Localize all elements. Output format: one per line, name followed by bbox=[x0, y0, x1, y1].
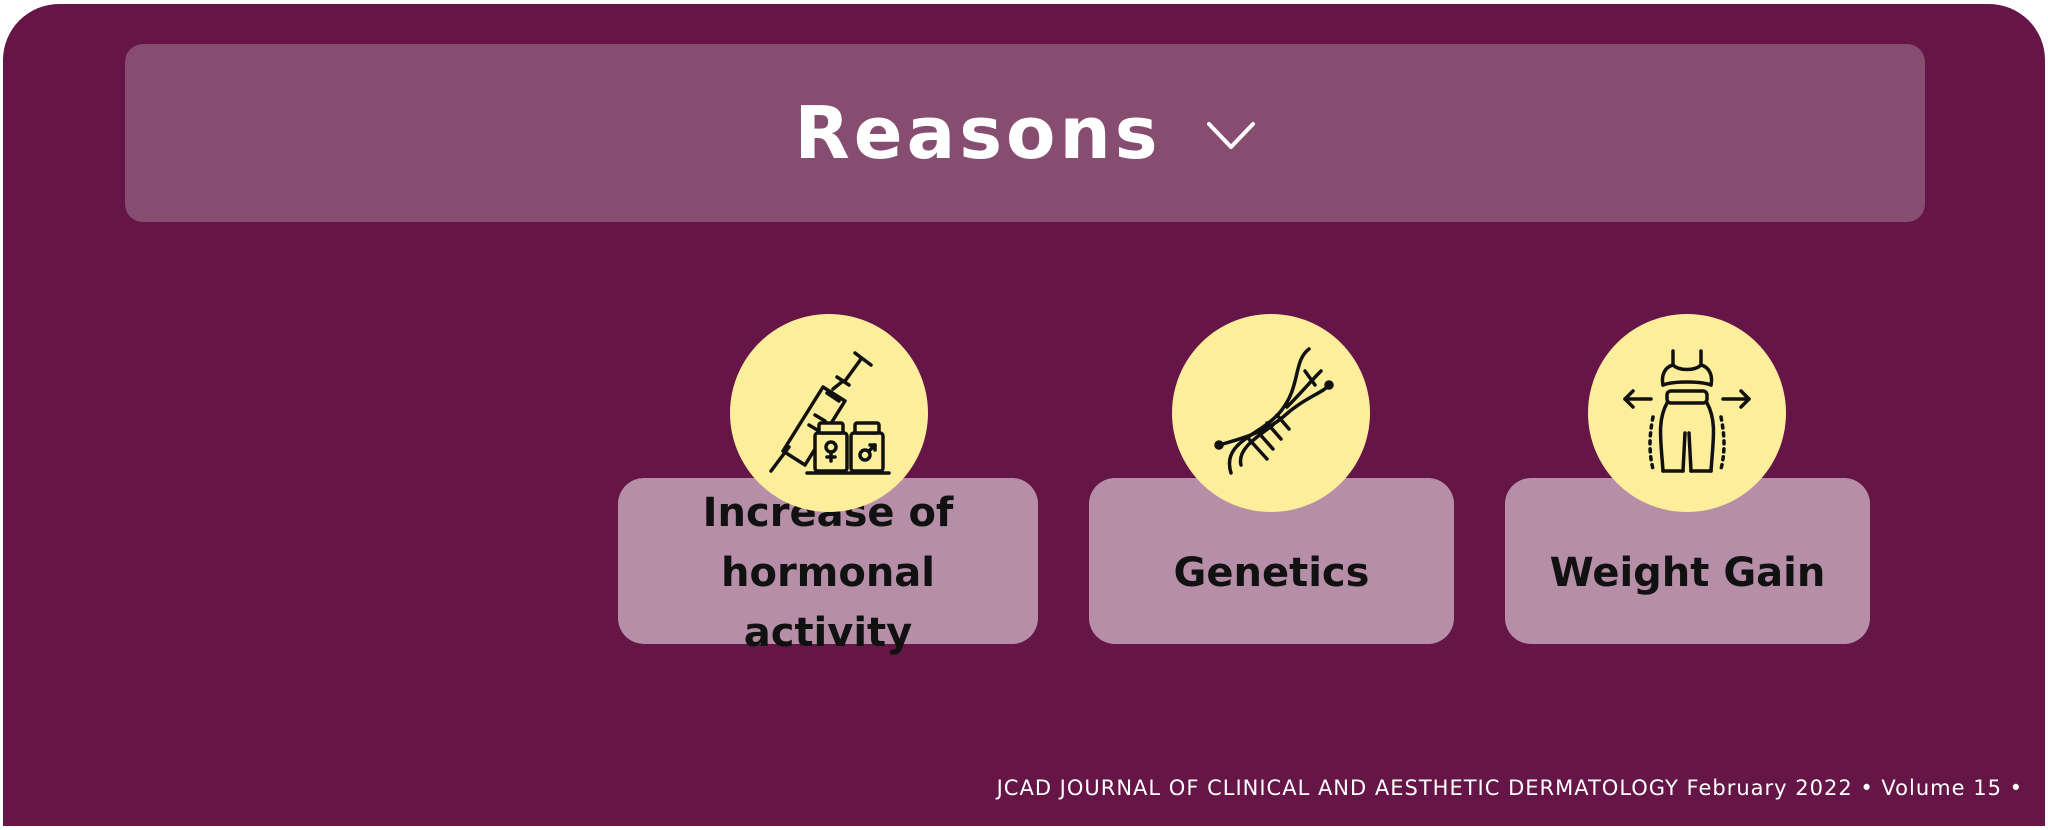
chevron-down-icon[interactable] bbox=[1206, 120, 1256, 157]
reason-card-weight-gain: Weight Gain bbox=[1505, 478, 1870, 644]
weight-gain-body-icon bbox=[1617, 341, 1757, 486]
slide: Reasons Increase of hormonal activity bbox=[3, 4, 2045, 826]
reason-label: Genetics bbox=[1173, 550, 1370, 596]
reason-label: Increase of hormonal activity bbox=[702, 490, 954, 656]
reason-icon-circle bbox=[1588, 314, 1786, 512]
reason-icon-circle bbox=[730, 314, 928, 512]
journal-citation: JCAD JOURNAL OF CLINICAL AND AESTHETIC D… bbox=[996, 776, 2023, 800]
reasons-header[interactable]: Reasons bbox=[125, 44, 1925, 222]
syringe-hormone-vials-icon bbox=[759, 341, 899, 486]
reason-label: Weight Gain bbox=[1549, 550, 1826, 596]
dna-helix-icon bbox=[1201, 341, 1341, 486]
reason-icon-circle bbox=[1172, 314, 1370, 512]
reason-card-genetics: Genetics bbox=[1089, 478, 1454, 644]
header-title: Reasons bbox=[794, 91, 1162, 175]
